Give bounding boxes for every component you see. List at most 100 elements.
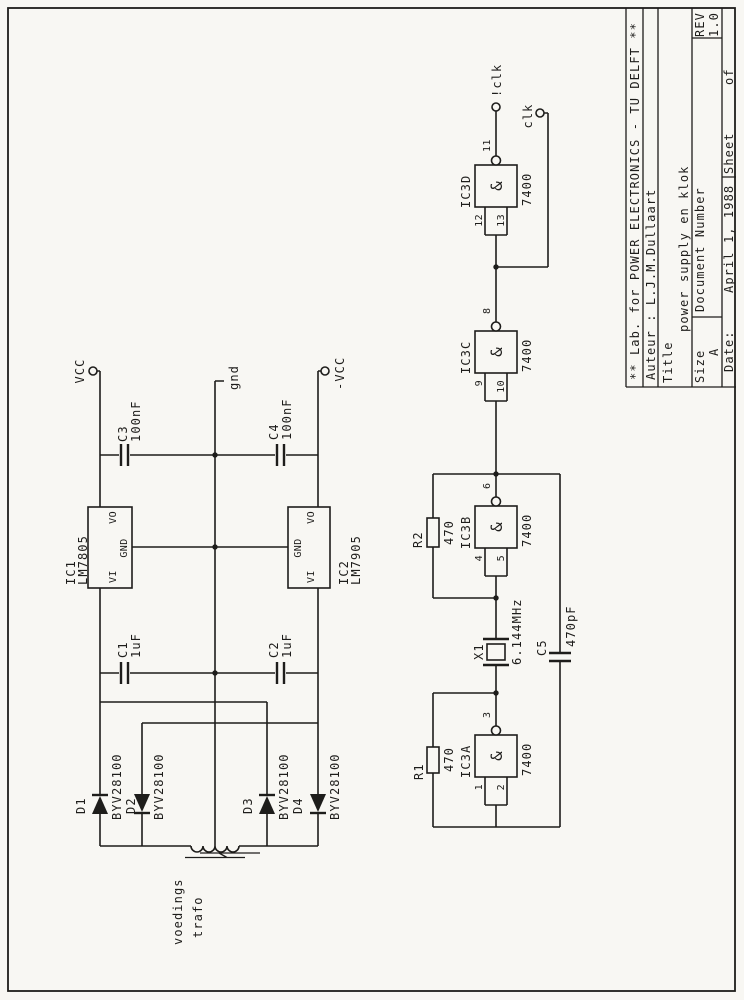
c4-value: 100nF	[280, 398, 294, 440]
ic2-ref: IC2	[337, 560, 351, 585]
r2-ref: R2	[411, 531, 425, 548]
ic3b-part: 7400	[520, 514, 534, 547]
titleblock-rev-value: 1.0	[707, 12, 721, 37]
titleblock-date-label: Date:	[722, 330, 736, 372]
ic3d-pin11: 11	[482, 139, 493, 152]
transformer-core-icon	[185, 852, 260, 859]
d3-part: BYV28100	[277, 753, 291, 820]
ic1-pin-vi: VI	[108, 570, 119, 583]
ic3c-pin10: 10	[496, 380, 507, 393]
cap-c3-icon	[119, 444, 130, 466]
ic3c-ref: IC3C	[459, 341, 473, 374]
r1-ref: R1	[412, 763, 426, 780]
ic3d-output-bubble	[490, 155, 502, 166]
minus-vcc-terminal-label: -VCC	[333, 357, 347, 390]
wire-r1-feedback	[432, 692, 560, 828]
power-supply-section: voedings trafo D1 BYV28100 D2 BYV28100 D…	[64, 357, 363, 945]
ic3d-part: 7400	[520, 173, 534, 206]
ic3a-pin3: 3	[482, 712, 493, 718]
junction-dot	[212, 544, 218, 550]
x1-ref: X1	[472, 643, 486, 660]
d2-part: BYV28100	[152, 753, 166, 820]
ic3a-input-bracket	[484, 777, 508, 827]
title-block: ** Lab. for POWER ELECTRONICS - TU DELFT…	[625, 8, 736, 388]
c5-value: 470pF	[564, 605, 578, 647]
nclk-terminal-label: !clk	[490, 64, 504, 97]
wire-d2-branch	[141, 722, 318, 846]
ic3d-ref: IC3D	[459, 175, 473, 208]
transformer-label-line2: trafo	[191, 896, 205, 938]
c3-value: 100nF	[129, 400, 143, 442]
ic3c-input-bracket	[484, 373, 508, 402]
c1-value: 1uF	[129, 633, 143, 658]
ic1-pin-vo: VO	[108, 511, 119, 524]
ic3b-input-bracket	[484, 548, 508, 577]
c2-value: 1uF	[280, 633, 294, 658]
c5-ref: C5	[535, 639, 549, 656]
c1-ref: C1	[116, 641, 130, 658]
transformer-label-line1: voedings	[171, 878, 185, 945]
titleblock-size-value: A	[707, 348, 721, 356]
resistor-r1-icon	[426, 746, 440, 774]
wire-gnd-rail	[214, 380, 224, 846]
titleblock-title: power supply en klok	[677, 166, 691, 333]
ic3a-pin2: 2	[496, 784, 507, 790]
d3-ref: D3	[241, 797, 255, 814]
ic2-pin-gnd: GND	[293, 538, 304, 557]
page-border	[7, 7, 736, 992]
ic3d-nand-symbol: &	[487, 181, 506, 191]
vcc-terminal-icon	[88, 366, 98, 376]
junction-dot	[493, 264, 499, 270]
ic3a-nand-symbol: &	[487, 751, 506, 761]
junction-dot	[493, 471, 499, 477]
wire-d3-branch	[100, 701, 268, 846]
wire-r2-feedback	[432, 473, 560, 599]
ic3a-ref: IC3A	[459, 745, 473, 778]
r2-value: 470	[442, 520, 456, 545]
junction-dot	[212, 452, 218, 458]
ic3c-output-bubble	[490, 321, 502, 332]
titleblock-docnum-label: Document Number	[693, 187, 707, 312]
transformer-winding	[100, 845, 318, 853]
ic3d-input-bracket	[484, 207, 508, 236]
ic1-pin-gnd: GND	[119, 538, 130, 557]
crystal-x1-icon	[486, 643, 506, 661]
cap-c4-icon	[275, 444, 286, 466]
ic1-ref: IC1	[64, 560, 78, 585]
ic3b-pin5: 5	[496, 555, 507, 561]
titleblock-rev-label: REV	[693, 12, 707, 37]
diode-d1-icon	[92, 796, 108, 814]
ic3a-output-bubble	[490, 725, 502, 736]
ic3c-pin8: 8	[482, 308, 493, 314]
cap-c5-icon	[549, 651, 571, 663]
d4-ref: D4	[291, 797, 305, 814]
minus-vcc-terminal-icon	[320, 366, 330, 376]
ic3a-part: 7400	[520, 743, 534, 776]
ic3c-pin9: 9	[474, 380, 485, 386]
titleblock-author: Auteur : L.J.M.Dullaart	[644, 189, 658, 380]
ic1-part: LM7805	[76, 535, 90, 585]
titleblock-date-value: April 1, 1988	[722, 185, 736, 293]
junction-dot	[493, 595, 499, 601]
ic2-pin-vo: VO	[306, 511, 317, 524]
clock-section: R1 470 & IC3A 7400 1 2 3 X1 6.144MHz	[411, 64, 578, 828]
c2-ref: C2	[267, 641, 281, 658]
ic3c-nand-symbol: &	[487, 347, 506, 357]
titleblock-of-label: of	[722, 68, 736, 85]
clk-terminal-icon	[535, 108, 545, 118]
title-block-grid	[625, 8, 736, 388]
clk-terminal-label: clk	[521, 104, 535, 129]
cap-c2-icon	[275, 662, 286, 684]
resistor-r2-icon	[426, 517, 440, 548]
diode-d4-icon	[310, 794, 326, 812]
crystal-plates-icon	[483, 637, 509, 667]
d4-part: BYV28100	[328, 753, 342, 820]
c4-ref: C4	[267, 423, 281, 440]
diode-d2-icon	[134, 794, 150, 812]
ic2-pin-vi: VI	[306, 570, 317, 583]
ic3b-pin6: 6	[482, 483, 493, 489]
d2-ref: D2	[124, 797, 138, 814]
wire-vcc-out	[97, 370, 101, 507]
